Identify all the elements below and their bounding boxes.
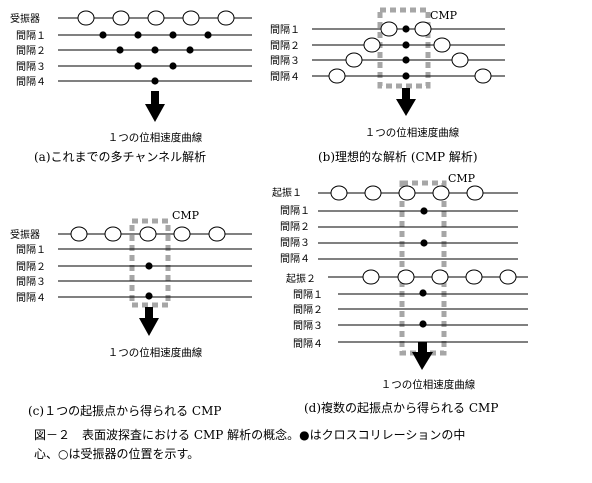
figure-caption-line-1: 図－２ 表面波探査における CMP 解析の概念。●はクロスコリレーションの中 xyxy=(34,427,465,442)
receiver-circle xyxy=(431,269,449,285)
cross-correlation-dot xyxy=(134,62,142,70)
receiver-circle xyxy=(414,21,432,37)
cross-correlation-dot xyxy=(116,46,124,54)
down-arrow-icon xyxy=(139,307,159,336)
cross-correlation-dot xyxy=(402,72,410,80)
label-spacing-4: 間隔４ xyxy=(293,338,323,350)
receiver-circle xyxy=(70,226,88,242)
receiver-circle xyxy=(328,68,346,84)
receiver-circle xyxy=(112,10,130,26)
receiver-circle xyxy=(398,185,416,201)
receiver-circle xyxy=(77,10,95,26)
receiver-circle xyxy=(397,269,415,285)
label-spacing-1: 間隔１ xyxy=(16,30,46,42)
label-spacing-2: 間隔２ xyxy=(16,45,46,57)
cross-correlation-dot xyxy=(169,31,177,39)
label-spacing-1: 間隔１ xyxy=(16,244,46,256)
result-label: １つの位相速度曲線 xyxy=(108,346,203,359)
receiver-circle xyxy=(474,68,492,84)
label-spacing-4: 間隔４ xyxy=(16,292,46,304)
cross-correlation-dot xyxy=(402,25,410,33)
label-source-2: 起振２ xyxy=(286,272,316,285)
cross-correlation-dot xyxy=(402,56,410,64)
receiver-circle xyxy=(364,185,382,201)
label-spacing-3: 間隔３ xyxy=(16,61,46,73)
cross-correlation-dot xyxy=(420,207,428,215)
receiver-circle xyxy=(465,269,483,285)
receiver-circle xyxy=(345,52,363,68)
cmp-label: CMP xyxy=(448,172,476,185)
cross-correlation-dot xyxy=(420,239,428,247)
label-spacing-4: 間隔４ xyxy=(270,71,300,83)
receiver-circle xyxy=(432,185,450,201)
receiver-circle xyxy=(380,21,398,37)
panel-a: 受振器 間隔１ 間隔２ 間隔３ 間隔４ １つの位相速度曲線 (a)これまでの多チ… xyxy=(10,10,252,164)
down-arrow-icon xyxy=(412,342,433,370)
label-spacing-2: 間隔２ xyxy=(270,40,300,52)
label-spacing-4: 間隔４ xyxy=(280,253,310,265)
down-arrow-icon xyxy=(145,91,165,122)
panel-d-caption: (d)複数の起振点から得られる CMP xyxy=(304,400,498,415)
cmp-label: CMP xyxy=(430,9,458,22)
receiver-circle xyxy=(330,185,348,201)
cross-correlation-dot xyxy=(402,41,410,49)
panel-a-caption: (a)これまでの多チャンネル解析 xyxy=(34,150,206,164)
receiver-circle xyxy=(499,269,517,285)
cross-correlation-dot xyxy=(145,292,153,300)
receiver-circle xyxy=(362,269,380,285)
cross-correlation-dot xyxy=(151,77,159,85)
label-spacing-1: 間隔１ xyxy=(293,289,323,301)
cross-correlation-dot xyxy=(134,31,142,39)
down-arrow-icon xyxy=(396,88,416,116)
cross-correlation-dot xyxy=(151,46,159,54)
receiver-circle xyxy=(466,185,484,201)
cmp-box xyxy=(377,7,431,89)
receiver-circle xyxy=(363,37,381,53)
label-receiver: 受振器 xyxy=(10,228,40,241)
result-label: １つの位相速度曲線 xyxy=(381,378,476,391)
cmp-label: CMP xyxy=(172,209,200,222)
label-spacing-1: 間隔１ xyxy=(280,205,310,217)
label-receiver: 受振器 xyxy=(10,12,40,25)
label-spacing-2: 間隔２ xyxy=(293,304,323,316)
panel-b-caption: (b)理想的な解析 (CMP 解析) xyxy=(318,149,478,164)
cross-correlation-dot xyxy=(145,262,153,270)
panel-d: CMP 起振１ 間隔１ 間隔２ 間隔３ 間隔４ 起振２ 間隔１ 間隔２ 間隔３ … xyxy=(272,172,528,415)
label-spacing-2: 間隔２ xyxy=(16,261,46,273)
cross-correlation-dot xyxy=(419,320,427,328)
result-label: １つの位相速度曲線 xyxy=(108,131,203,144)
panel-c-caption: (c)１つの起振点から得られる CMP xyxy=(28,403,221,418)
figure-caption-line-2: 心、○は受振器の位置を示す。 xyxy=(34,446,199,461)
receiver-circle xyxy=(182,10,200,26)
receiver-circle xyxy=(139,226,157,242)
cross-correlation-dot xyxy=(169,62,177,70)
receiver-circle xyxy=(208,226,226,242)
label-source-1: 起振１ xyxy=(272,186,302,199)
receiver-circle xyxy=(173,226,191,242)
cross-correlation-dot xyxy=(204,31,212,39)
receiver-circle xyxy=(433,37,451,53)
receiver-circle xyxy=(451,52,469,68)
cross-correlation-dot xyxy=(186,46,194,54)
label-spacing-2: 間隔２ xyxy=(280,221,310,233)
label-spacing-3: 間隔３ xyxy=(293,320,323,332)
result-label: １つの位相速度曲線 xyxy=(365,126,460,139)
cross-correlation-dot xyxy=(99,31,107,39)
label-spacing-3: 間隔３ xyxy=(16,276,46,288)
label-spacing-3: 間隔３ xyxy=(270,55,300,67)
panel-c: CMP 受振器 間隔１ 間隔２ 間隔３ 間隔４ １つの位相速度曲線 (c)１つの… xyxy=(10,209,252,418)
label-spacing-3: 間隔３ xyxy=(280,237,310,249)
cross-correlation-dot xyxy=(419,289,427,297)
receiver-circle xyxy=(217,10,235,26)
receiver-circle xyxy=(147,10,165,26)
panel-b: CMP 間隔１ 間隔２ 間隔３ 間隔４ １つの位相速度曲線 (b)理想的な解析 … xyxy=(270,7,505,164)
receiver-circle xyxy=(104,226,122,242)
label-spacing-4: 間隔４ xyxy=(16,76,46,88)
label-spacing-1: 間隔１ xyxy=(270,24,300,36)
